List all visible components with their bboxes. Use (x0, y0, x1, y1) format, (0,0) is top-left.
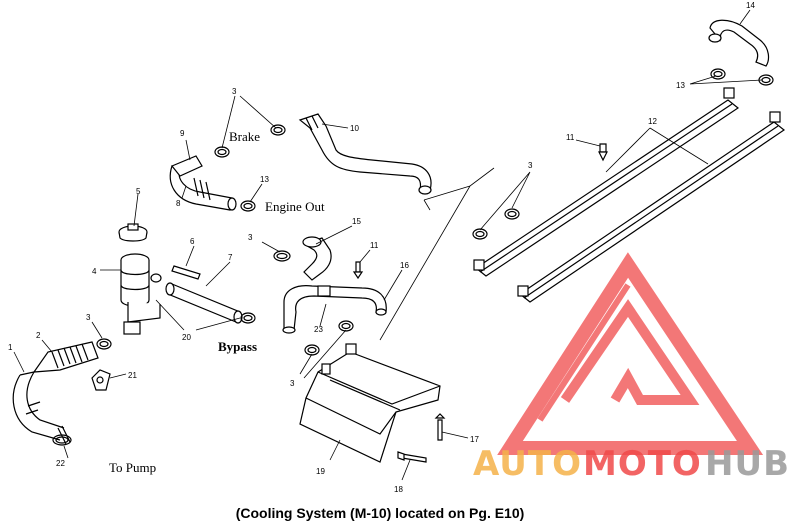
clamp-part-23 (304, 320, 354, 356)
callout-10: 10 (350, 124, 359, 133)
callout-16: 16 (400, 261, 409, 270)
fitting-part-17 (434, 413, 446, 441)
clamps-part-3-rails (472, 208, 520, 240)
callout-8: 8 (176, 199, 181, 208)
hose-part-14 (708, 19, 770, 67)
callout-6: 6 (190, 237, 195, 246)
diagram-caption: (Cooling System (M-10) located on Pg. E1… (235, 505, 525, 521)
callout-1: 1 (8, 343, 13, 352)
clamp-part-3-left (96, 338, 112, 350)
label-to-pump: To Pump (109, 460, 156, 475)
bypass-hose-part-7 (165, 282, 243, 324)
callout-3: 3 (290, 379, 295, 388)
radiator-cap-part-5 (118, 223, 148, 242)
callout-19: 19 (316, 467, 325, 476)
hose-part-9 (171, 155, 203, 177)
callout-4: 4 (92, 267, 97, 276)
rail-part-12 (473, 87, 786, 303)
callout-numbers: 1 2 3 4 5 6 7 3 8 9 3 10 13 15 11 16 23 … (8, 1, 755, 494)
leader-lines (13, 9, 763, 481)
callout-11: 11 (370, 241, 379, 250)
watermark-logo (497, 252, 764, 455)
label-engine-out: Engine Out (265, 199, 325, 214)
callout-9: 9 (180, 129, 185, 138)
hose-part-2 (32, 341, 99, 373)
callout-22: 22 (56, 459, 65, 468)
hose-part-15 (302, 236, 332, 281)
callout-3: 3 (528, 161, 533, 170)
svg-text:AUTO: AUTO (473, 444, 582, 484)
fitting-part-18 (397, 451, 427, 463)
system-labels: Brake Engine Out Bypass To Pump (109, 129, 325, 475)
hose-part-10 (298, 113, 432, 195)
callout-21: 21 (128, 371, 137, 380)
callout-15: 15 (352, 217, 361, 226)
fitting-part-11 (352, 261, 364, 280)
callout-18: 18 (394, 485, 403, 494)
callout-7: 7 (228, 253, 233, 262)
filler-neck-part-4 (120, 253, 162, 335)
svg-text:HUB: HUB (705, 444, 790, 484)
hose-part-1 (12, 371, 71, 445)
brake-hose-part-8 (169, 165, 237, 211)
tube-part-6 (171, 265, 201, 280)
callout-17: 17 (470, 435, 479, 444)
callout-13: 13 (260, 175, 269, 184)
hose-part-16 (282, 285, 387, 334)
callout-5: 5 (136, 187, 141, 196)
watermark-text: AUTO MOTO HUB (473, 444, 790, 484)
callout-3: 3 (86, 313, 91, 322)
callout-12: 12 (648, 117, 657, 126)
clamp-part-3-brake (214, 124, 286, 158)
clamp-part-22 (52, 434, 72, 446)
clamp-part-3-bypass (240, 250, 291, 324)
fitting-part-11-upper (598, 143, 608, 162)
callout-11: 11 (566, 133, 575, 142)
callout-13: 13 (676, 81, 685, 90)
callout-20: 20 (182, 333, 191, 342)
callout-14: 14 (746, 1, 755, 10)
callout-3: 3 (248, 233, 253, 242)
bracket-part-21 (91, 369, 111, 391)
heat-exchanger-part-19 (299, 343, 441, 463)
callout-3: 3 (232, 87, 237, 96)
callout-23: 23 (314, 325, 323, 334)
svg-text:MOTO: MOTO (583, 444, 702, 484)
clamp-part-13-engine (240, 200, 256, 212)
label-brake: Brake (229, 129, 260, 144)
callout-2: 2 (36, 331, 41, 340)
label-bypass: Bypass (218, 339, 257, 354)
